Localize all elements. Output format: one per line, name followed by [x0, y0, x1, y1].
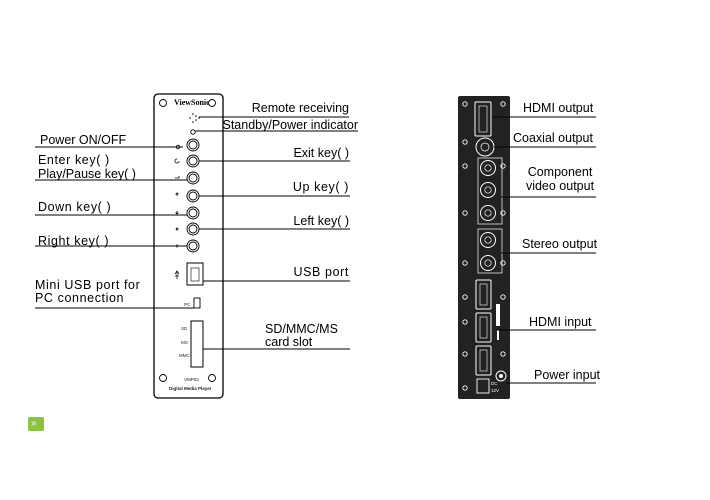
label-coaxial-output: Coaxial output [513, 131, 593, 145]
power-switch [476, 378, 490, 394]
left-symbol-icon [175, 227, 179, 231]
brand-logo-text: ViewSonic [174, 98, 210, 107]
slot-mark-mmc: MMC [179, 353, 190, 358]
stereo-left-port [480, 232, 496, 248]
label-hdmi-output: HDMI output [523, 101, 594, 115]
label-stereo: Stereo output [522, 237, 598, 251]
label-enter: Enter key( ) [38, 153, 110, 167]
label-power-input: Power input [534, 368, 601, 382]
label-mini-usb: Mini USB port for [35, 278, 141, 292]
label-hdmi-input: HDMI input [529, 315, 592, 329]
ir-receiver-icon [189, 113, 200, 123]
slot-mark-ms: MS [181, 340, 188, 345]
mini-usb-port [193, 297, 201, 309]
usb-port [186, 262, 204, 286]
label-component-2: video output [525, 179, 595, 193]
label-left: Left key( ) [293, 214, 349, 228]
label-exit: Exit key( ) [293, 146, 349, 160]
slot-mark-sd: SD [181, 326, 188, 331]
arrow-badge-icon: » [28, 417, 44, 431]
dc-mark: DC [491, 381, 498, 386]
label-mini-usb-2: PC connection [35, 291, 125, 305]
model-label: VMP02 [184, 377, 199, 382]
standby-led [190, 129, 196, 135]
component-y-port [480, 160, 496, 176]
label-play-pause: Play/Pause key( ) [38, 167, 136, 181]
coaxial-output-port [475, 137, 495, 157]
card-slot [190, 320, 204, 368]
footer-label: Digital Media Player [169, 386, 212, 391]
hdmi-input-port-3 [475, 345, 492, 376]
label-standby-indicator: Standby/Power indicator [222, 118, 359, 132]
front-panel [153, 93, 224, 399]
exit-symbol-icon [174, 158, 180, 164]
stereo-right-port [480, 255, 496, 271]
component-pb-port [480, 182, 496, 198]
hdmi-output-port [474, 101, 492, 137]
label-up: Up key( ) [292, 180, 349, 194]
rear-leader-lines [492, 116, 596, 384]
hdmi-input-port-1 [475, 279, 492, 310]
component-pr-port [480, 205, 496, 221]
down-symbol-icon [175, 211, 179, 215]
up-symbol-icon [175, 192, 179, 196]
label-right: Right key( ) [38, 234, 110, 248]
label-down: Down key( ) [38, 200, 112, 214]
hdmi-input-port-2 [475, 312, 492, 343]
front-leader-lines [35, 116, 358, 350]
label-remote-receiving: Remote receiving [251, 101, 349, 115]
label-usb-port: USB port [293, 265, 349, 279]
enter-symbol-icon [175, 176, 180, 179]
label-power: Power ON/OFF [40, 133, 127, 147]
rear-panel [458, 96, 510, 399]
volt-mark: 12V [491, 388, 500, 393]
usb-symbol-icon [174, 270, 180, 279]
label-card-slot: SD/MMC/MS [265, 322, 338, 336]
label-component: Component [527, 165, 593, 179]
label-card-slot-2: card slot [265, 335, 313, 349]
hdmi-logo-icon [496, 304, 500, 340]
slot-mark-pc: PC [184, 302, 191, 307]
